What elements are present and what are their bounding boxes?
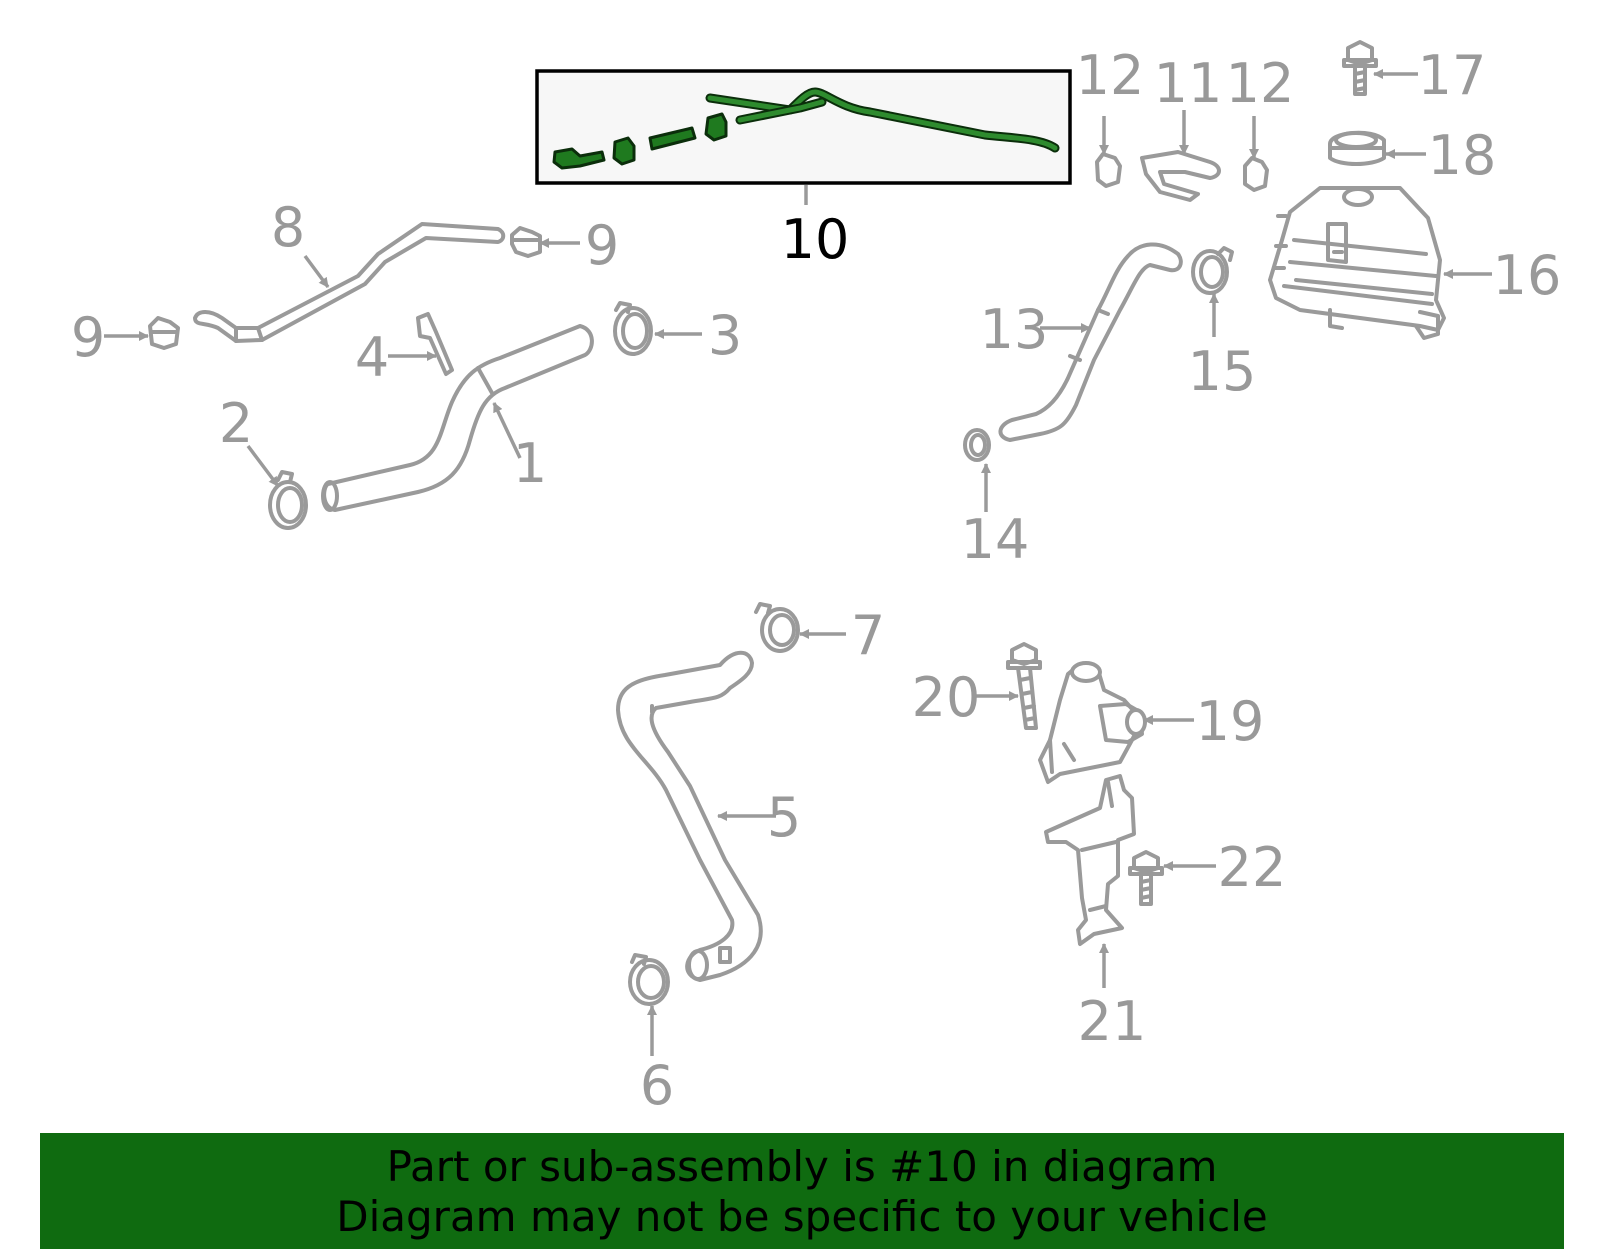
part-8-pipe[interactable] — [193, 222, 506, 343]
callout-2: 2 — [219, 392, 253, 455]
part-5-hose[interactable] — [616, 650, 763, 982]
callout-15: 15 — [1188, 340, 1257, 403]
callout-16: 16 — [1493, 244, 1562, 307]
part-13-hose[interactable] — [998, 242, 1183, 442]
banner-line-1: Part or sub-assembly is #10 in diagram — [386, 1142, 1218, 1191]
part-19-water-pump[interactable] — [1038, 661, 1147, 784]
part-18-cap[interactable] — [1328, 130, 1386, 166]
part-10-hose-assembly[interactable] — [535, 69, 1072, 185]
part-6-clamp[interactable] — [628, 953, 670, 1006]
callout-18: 18 — [1428, 124, 1497, 187]
part-9-clip-right[interactable] — [510, 226, 542, 258]
notice-banner: Part or sub-assembly is #10 in diagram D… — [40, 1133, 1564, 1249]
leader-lines — [104, 69, 1492, 1056]
callout-9-right: 9 — [585, 214, 619, 277]
part-9-clip-left[interactable] — [148, 316, 180, 350]
callout-11: 11 — [1154, 52, 1223, 115]
callout-9-left: 9 — [71, 306, 105, 369]
part-11-hose[interactable] — [1140, 150, 1221, 202]
callout-20: 20 — [912, 666, 981, 729]
part-12-clip-left[interactable] — [1095, 152, 1122, 188]
callout-4: 4 — [355, 326, 389, 389]
callout-14: 14 — [961, 508, 1030, 571]
callout-12-right: 12 — [1226, 52, 1295, 115]
callout-12-left: 12 — [1076, 44, 1145, 107]
callout-8: 8 — [271, 196, 305, 259]
callout-5: 5 — [767, 786, 801, 849]
part-21-bracket[interactable] — [1044, 774, 1136, 946]
part-17-bolt[interactable] — [1342, 40, 1378, 96]
part-3-clamp[interactable] — [613, 301, 653, 356]
part-14-clamp[interactable] — [963, 428, 991, 462]
callout-6: 6 — [640, 1054, 674, 1117]
callout-17: 17 — [1418, 44, 1487, 107]
callout-7: 7 — [851, 604, 885, 667]
part-16-coolant-reservoir[interactable] — [1268, 186, 1446, 340]
callout-22: 22 — [1218, 836, 1287, 899]
part-7-clamp[interactable] — [754, 602, 800, 653]
part-20-bolt[interactable] — [1006, 642, 1042, 730]
part-1-radiator-hose[interactable] — [321, 324, 594, 512]
callout-13: 13 — [980, 298, 1049, 361]
banner-line-2: Diagram may not be specific to your vehi… — [336, 1192, 1268, 1241]
part-10-frame — [535, 69, 1072, 185]
part-15-clamp[interactable] — [1191, 246, 1234, 295]
callout-1: 1 — [513, 432, 547, 495]
callout-21: 21 — [1078, 990, 1147, 1053]
part-22-bolt[interactable] — [1128, 850, 1164, 906]
callout-3: 3 — [708, 304, 742, 367]
callout-19: 19 — [1196, 690, 1265, 753]
callout-10: 10 — [781, 208, 850, 271]
part-2-clamp[interactable] — [268, 470, 308, 530]
part-4-sensor[interactable] — [416, 312, 454, 376]
part-12-clip-right[interactable] — [1243, 156, 1269, 192]
